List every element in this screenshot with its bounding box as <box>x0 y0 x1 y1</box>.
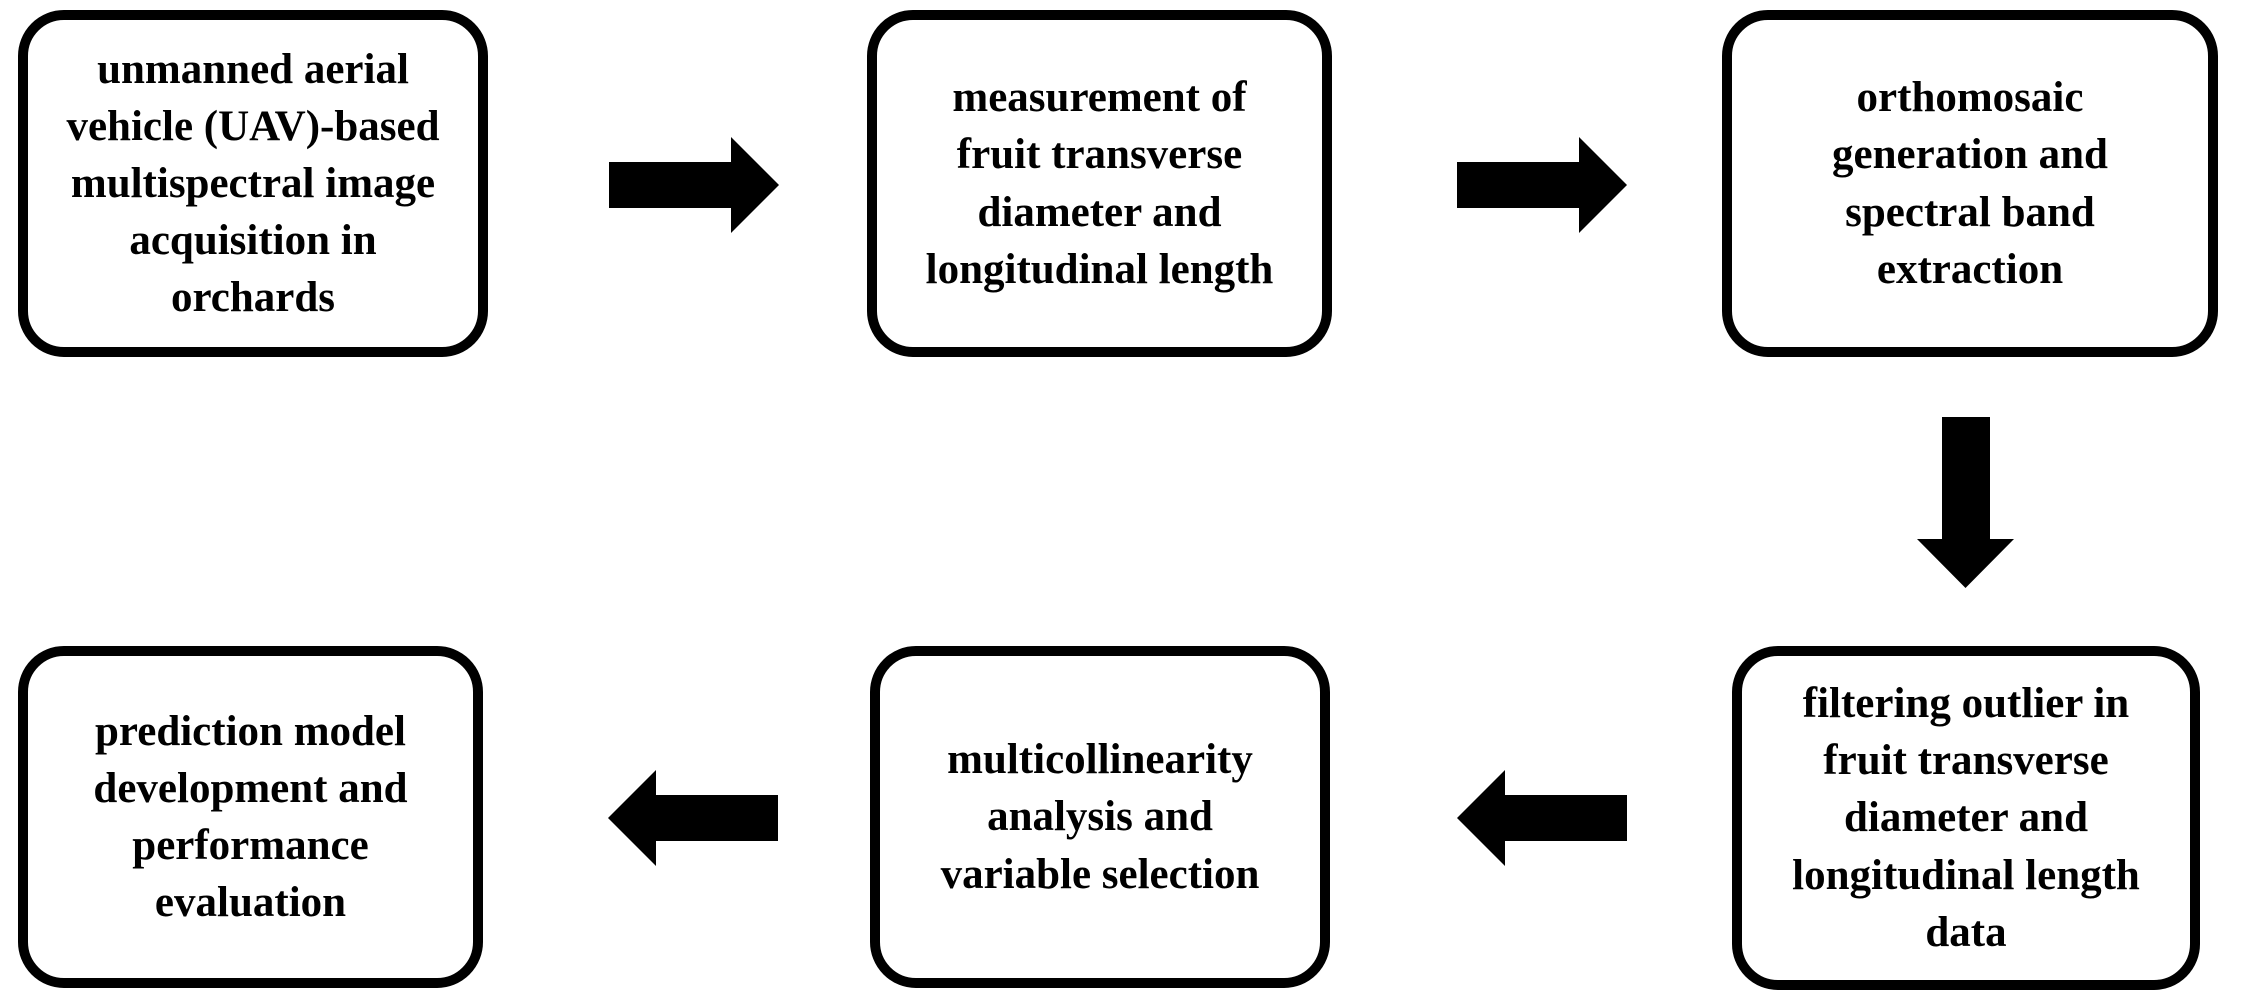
node-prediction-model: prediction model development and perform… <box>18 646 483 988</box>
left-arrow-icon <box>1457 770 1627 866</box>
edge-3 <box>1917 417 2014 593</box>
edge-4 <box>1457 770 1627 871</box>
node-label: prediction model development and perform… <box>93 707 408 927</box>
edge-1 <box>609 137 779 238</box>
node-fruit-measurement: measurement of fruit transverse diameter… <box>867 10 1332 357</box>
edge-2 <box>1457 137 1627 238</box>
node-label: multicollinearity analysis and variable … <box>940 736 1260 898</box>
node-label: unmanned aerial vehicle (UAV)-based mult… <box>66 45 440 322</box>
right-arrow-icon <box>1457 137 1627 233</box>
node-label: orthomosaic generation and spectral band… <box>1832 74 2108 293</box>
right-arrow-icon <box>609 137 779 233</box>
node-multicollinearity-analysis: multicollinearity analysis and variable … <box>870 646 1330 988</box>
node-outlier-filtering: filtering outlier in fruit transverse di… <box>1732 646 2200 990</box>
down-arrow-icon <box>1917 417 2014 588</box>
left-arrow-icon <box>608 770 778 866</box>
node-label: measurement of fruit transverse diameter… <box>925 74 1274 293</box>
edge-5 <box>608 770 778 871</box>
node-label: filtering outlier in fruit transverse di… <box>1792 680 2140 956</box>
node-orthomosaic-generation: orthomosaic generation and spectral band… <box>1722 10 2218 357</box>
node-uav-image-acquisition: unmanned aerial vehicle (UAV)-based mult… <box>18 10 488 357</box>
